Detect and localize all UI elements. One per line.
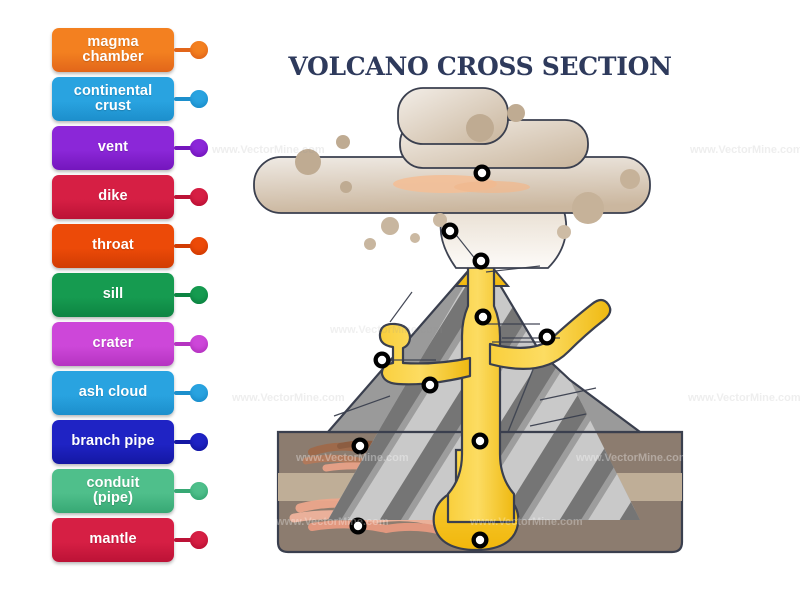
label-chip-mantle[interactable]: mantle — [52, 518, 174, 562]
branch-pipe-marker[interactable] — [538, 328, 556, 346]
label-stem-sill — [174, 293, 196, 297]
ash-cloud-marker[interactable] — [473, 164, 491, 182]
label-chip-dike[interactable]: dike — [52, 175, 174, 219]
label-stem-dike — [174, 195, 196, 199]
label-stem-ash-cloud — [174, 391, 196, 395]
label-stem-crater — [174, 342, 196, 346]
label-row-sill: sill — [52, 273, 212, 317]
mantle-marker[interactable] — [349, 517, 367, 535]
label-text-ash-cloud: ash cloud — [78, 384, 148, 401]
label-stem-continental-crust — [174, 97, 196, 101]
label-dot-throat[interactable] — [190, 237, 208, 255]
label-row-crater: crater — [52, 322, 212, 366]
label-row-ash-cloud: ash cloud — [52, 371, 212, 415]
dike-marker[interactable] — [373, 351, 391, 369]
label-dot-sill[interactable] — [190, 286, 208, 304]
ash-cloud — [253, 87, 651, 269]
label-text-conduit-pipe: conduit(pipe) — [86, 474, 140, 506]
label-dot-vent[interactable] — [190, 139, 208, 157]
label-stem-conduit-pipe — [174, 489, 196, 493]
label-dot-mantle[interactable] — [190, 531, 208, 549]
crust-marker[interactable] — [351, 437, 369, 455]
label-dot-dike[interactable] — [190, 188, 208, 206]
label-chip-conduit-pipe[interactable]: conduit(pipe) — [52, 469, 174, 513]
marker-layer — [349, 164, 556, 549]
label-dot-ash-cloud[interactable] — [190, 384, 208, 402]
volcano-diagram — [240, 80, 720, 580]
label-chip-crater[interactable]: crater — [52, 322, 174, 366]
label-chip-throat[interactable]: throat — [52, 224, 174, 268]
label-text-vent: vent — [97, 139, 129, 156]
label-stem-vent — [174, 146, 196, 150]
label-text-sill: sill — [102, 286, 124, 303]
crater-rim-marker[interactable] — [441, 222, 459, 240]
conduit-marker[interactable] — [471, 432, 489, 450]
label-row-dike: dike — [52, 175, 212, 219]
label-stem-throat — [174, 244, 196, 248]
label-dot-continental-crust[interactable] — [190, 90, 208, 108]
label-text-mantle: mantle — [89, 531, 137, 548]
label-dot-branch-pipe[interactable] — [190, 433, 208, 451]
label-stem-branch-pipe — [174, 440, 196, 444]
label-chip-branch-pipe[interactable]: branch pipe — [52, 420, 174, 464]
leader-lines — [333, 230, 597, 427]
label-row-throat: throat — [52, 224, 212, 268]
sill-marker[interactable] — [421, 376, 439, 394]
magma-chamber-marker[interactable] — [471, 531, 489, 549]
label-text-crater: crater — [92, 335, 134, 352]
label-dot-magma-chamber[interactable] — [190, 41, 208, 59]
label-text-branch-pipe: branch pipe — [71, 433, 155, 450]
label-stem-magma-chamber — [174, 48, 196, 52]
magma-system — [378, 264, 612, 552]
label-row-mantle: mantle — [52, 518, 212, 562]
label-chip-ash-cloud[interactable]: ash cloud — [52, 371, 174, 415]
label-chip-vent[interactable]: vent — [52, 126, 174, 170]
label-row-branch-pipe: branch pipe — [52, 420, 212, 464]
label-dot-conduit-pipe[interactable] — [190, 482, 208, 500]
label-chip-sill[interactable]: sill — [52, 273, 174, 317]
page-title: VOLCANO CROSS SECTION — [288, 52, 672, 81]
label-stem-mantle — [174, 538, 196, 542]
label-dot-crater[interactable] — [190, 335, 208, 353]
label-row-conduit-pipe: conduit(pipe) — [52, 469, 212, 513]
label-row-vent: vent — [52, 126, 212, 170]
label-text-throat: throat — [92, 237, 134, 254]
label-text-dike: dike — [98, 188, 128, 205]
throat-marker[interactable] — [474, 308, 492, 326]
crater-marker[interactable] — [472, 252, 490, 270]
